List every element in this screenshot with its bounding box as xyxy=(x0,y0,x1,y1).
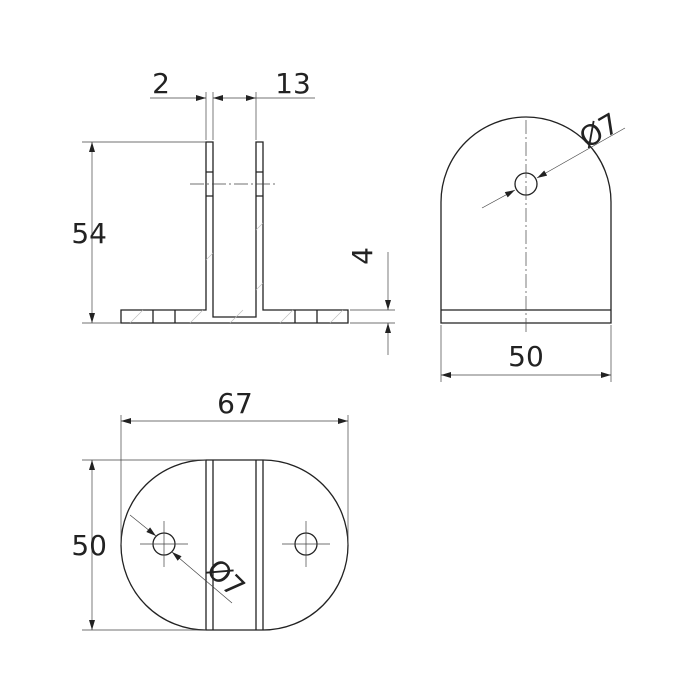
dim-height-label: 54 xyxy=(71,217,107,250)
dim-width-label: 50 xyxy=(508,340,544,373)
top-outline xyxy=(120,459,349,631)
dim-wall-label: 2 xyxy=(152,67,170,100)
dim-hole-label: Ø7 xyxy=(574,106,625,155)
top-view: Ø7 67 50 xyxy=(71,387,349,631)
front-view: 2 13 54 4 xyxy=(71,67,395,355)
dim-base-label: 4 xyxy=(346,247,379,265)
dim-width-label-top: 50 xyxy=(71,529,107,562)
plate-holes xyxy=(152,171,318,323)
dim-hole-label-top: Ø7 xyxy=(200,553,252,605)
dim-gap-label: 13 xyxy=(275,67,311,100)
dim-length-label: 67 xyxy=(217,387,253,420)
side-view: Ø7 50 xyxy=(440,106,626,382)
extension-lines xyxy=(205,92,257,140)
bracket-outline xyxy=(120,141,349,324)
hatching xyxy=(129,222,344,324)
